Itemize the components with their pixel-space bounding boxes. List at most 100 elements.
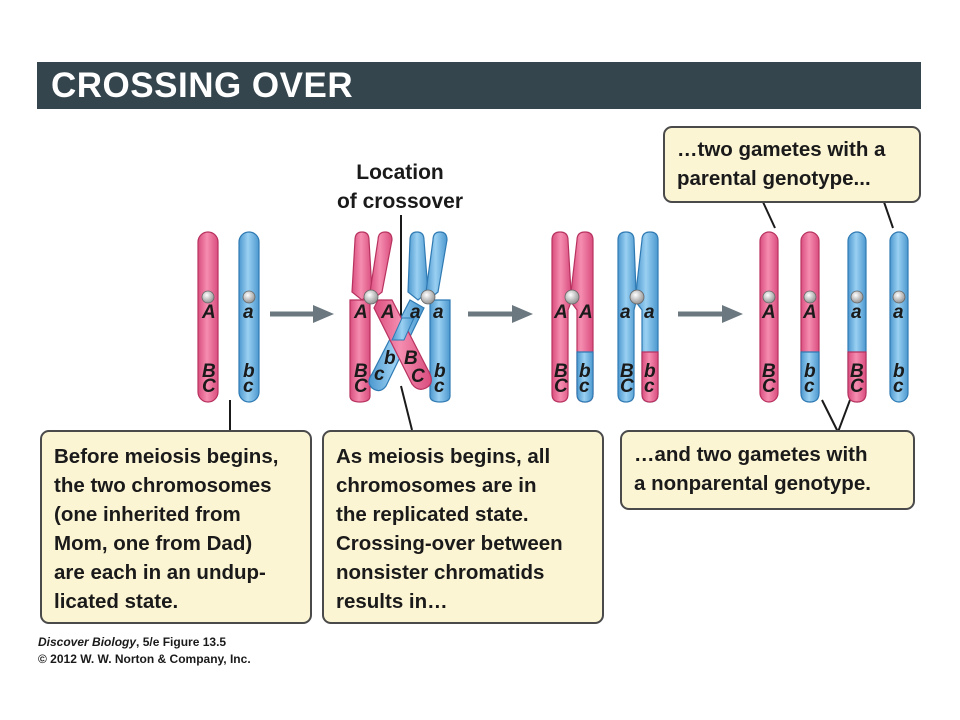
pointer-line-nonparental-left — [821, 399, 839, 433]
caption-line: licated state. — [54, 590, 179, 613]
allele-label: a — [410, 302, 421, 323]
caption-line: …two gametes with a — [677, 138, 886, 161]
allele-label: b — [434, 361, 446, 382]
allele-label: c — [374, 364, 385, 385]
crossover-location-label: Location of crossover — [320, 158, 480, 216]
page-title: CROSSING OVER — [51, 66, 354, 105]
stage-unreplicated: A B C a b c — [197, 231, 260, 403]
gamete-parental-paternal — [889, 231, 909, 403]
allele-label: B — [850, 361, 864, 382]
figure-ref: , 5/e Figure 13.5 — [136, 635, 227, 649]
allele-label: a — [243, 302, 254, 323]
caption-line: are each in an undup- — [54, 561, 266, 584]
allele-label: C — [554, 376, 568, 397]
caption-line: As meiosis begins, all — [336, 445, 551, 468]
allele-label: C — [620, 376, 634, 397]
caption-line: nonsister chromatids — [336, 561, 545, 584]
allele-label: b — [384, 348, 396, 369]
arrow-step-3 — [678, 305, 743, 323]
allele-label: a — [433, 302, 444, 323]
gamete-nonparental-2 — [847, 231, 867, 403]
gamete-parental-maternal — [759, 231, 779, 403]
allele-label: A — [201, 302, 216, 323]
caption-line: a nonparental genotype. — [634, 472, 871, 495]
caption-line: (one inherited from — [54, 503, 241, 526]
centromere — [564, 289, 580, 305]
caption-line: chromosomes are in — [336, 474, 537, 497]
pointer-line-crossover — [400, 385, 413, 431]
allele-label: A — [380, 302, 395, 323]
allele-label: c — [579, 376, 590, 397]
allele-label: B — [554, 361, 568, 382]
caption-line: results in… — [336, 590, 448, 613]
allele-label: b — [243, 361, 255, 382]
stage-recombined: A A a a B C b c B C b c — [551, 231, 659, 403]
allele-label: c — [804, 376, 815, 397]
caption-line: Crossing-over between — [336, 532, 563, 555]
caption-line: Before meiosis begins, — [54, 445, 279, 468]
allele-label: C — [202, 376, 216, 397]
arrow-step-1 — [270, 305, 334, 323]
centromere — [242, 290, 256, 304]
allele-label: b — [579, 361, 591, 382]
caption-line: the replicated state. — [336, 503, 529, 526]
allele-label: a — [620, 302, 631, 323]
figure-credit: Discover Biology, 5/e Figure 13.5 © 2012… — [38, 634, 251, 668]
stage-gametes: A A a a B C b c B C b c — [759, 231, 909, 403]
centromere — [363, 289, 379, 305]
centromere — [892, 290, 906, 304]
allele-label: B — [354, 361, 368, 382]
caption-before-meiosis: Before meiosis begins, the two chromosom… — [40, 430, 312, 624]
allele-label: b — [893, 361, 905, 382]
allele-label: B — [202, 361, 216, 382]
copyright: © 2012 W. W. Norton & Company, Inc. — [38, 652, 251, 666]
centromere — [762, 290, 776, 304]
allele-label: c — [644, 376, 655, 397]
pointer-line-parental-right — [883, 201, 894, 229]
allele-label: C — [411, 366, 425, 387]
label-line: Location — [356, 161, 444, 184]
allele-label: B — [620, 361, 634, 382]
allele-label: A — [553, 302, 568, 323]
allele-label: a — [644, 302, 655, 323]
allele-label: B — [404, 348, 418, 369]
allele-label: A — [761, 302, 776, 323]
centromere — [201, 290, 215, 304]
pointer-line-nonparental-right — [837, 399, 851, 433]
allele-label: C — [354, 376, 368, 397]
pointer-line-parental-left — [762, 201, 776, 229]
caption-line: parental genotype... — [677, 167, 871, 190]
stage-crossover: A A a a B C b c B C b c — [349, 231, 451, 403]
allele-label: C — [850, 376, 864, 397]
caption-line: the two chromosomes — [54, 474, 272, 497]
credit-line: Discover Biology, 5/e Figure 13.5 — [38, 634, 251, 651]
centromere — [803, 290, 817, 304]
allele-label: B — [762, 361, 776, 382]
allele-label: c — [893, 376, 904, 397]
centromere — [629, 289, 645, 305]
caption-line: …and two gametes with — [634, 443, 868, 466]
title-bar: CROSSING OVER — [37, 62, 921, 109]
allele-label: A — [578, 302, 593, 323]
label-line: of crossover — [336, 190, 464, 213]
caption-as-meiosis: As meiosis begins, all chromosomes are i… — [322, 430, 604, 624]
caption-nonparental: …and two gametes with a nonparental geno… — [620, 430, 915, 510]
allele-label: c — [434, 376, 445, 397]
book-title: Discover Biology — [38, 635, 137, 649]
caption-parental: …two gametes with a parental genotype... — [663, 126, 921, 203]
centromere — [850, 290, 864, 304]
chromosome-paternal — [238, 231, 260, 403]
caption-line: Mom, one from Dad) — [54, 532, 253, 555]
gamete-nonparental-1 — [800, 231, 820, 403]
allele-label: b — [804, 361, 816, 382]
allele-label: c — [243, 376, 254, 397]
chromosome-maternal — [197, 231, 219, 403]
allele-label: A — [353, 302, 368, 323]
allele-label: C — [762, 376, 776, 397]
allele-label: b — [644, 361, 656, 382]
centromere — [420, 289, 436, 305]
arrow-step-2 — [468, 305, 533, 323]
allele-label: a — [851, 302, 862, 323]
allele-label: A — [802, 302, 817, 323]
